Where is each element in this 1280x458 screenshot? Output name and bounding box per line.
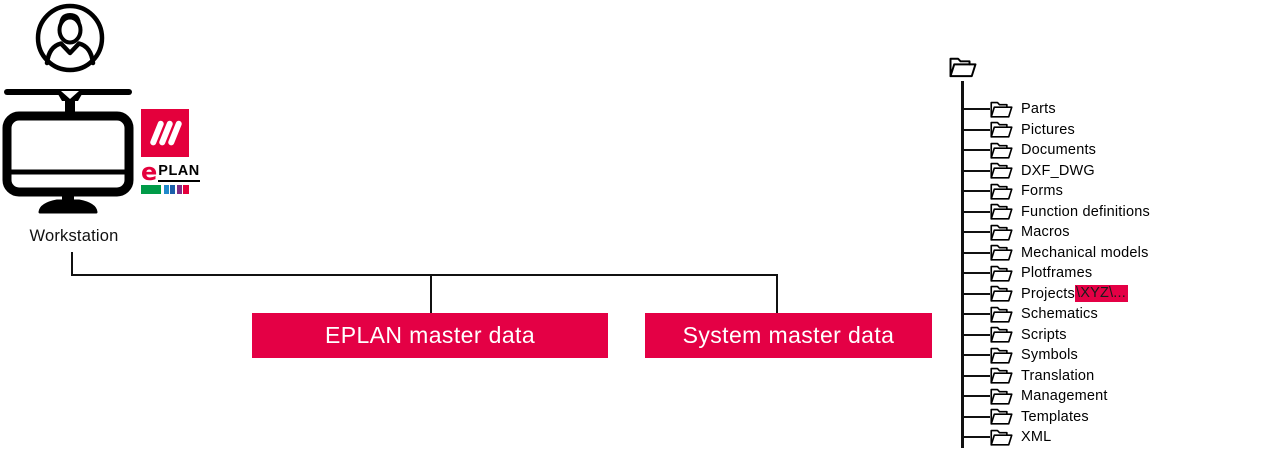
folder-icon bbox=[990, 101, 1013, 119]
tree-branch-line bbox=[961, 210, 990, 213]
folder-label: Translation bbox=[1021, 367, 1095, 384]
folder-icon bbox=[990, 265, 1013, 283]
folder-icon bbox=[990, 429, 1013, 447]
folder-icon bbox=[990, 183, 1013, 201]
folder-label: Management bbox=[1021, 388, 1108, 405]
folder-tree-item: Translation bbox=[961, 366, 1150, 387]
folder-tree-item: Projects \XYZ\... bbox=[961, 284, 1150, 305]
folder-open-root-icon bbox=[949, 57, 977, 78]
tree-trunk-line bbox=[961, 81, 964, 448]
folder-label: Schematics bbox=[1021, 306, 1098, 323]
tree-branch-line bbox=[961, 292, 990, 295]
folder-tree-item: Function definitions bbox=[961, 202, 1150, 223]
eplan-logo-slashes-icon bbox=[141, 109, 189, 157]
eplan-master-data-box: EPLAN master data bbox=[252, 313, 608, 358]
folder-icon bbox=[990, 367, 1013, 385]
connector-system-drop bbox=[776, 274, 778, 313]
tree-branch-line bbox=[961, 395, 990, 398]
folder-label: Scripts bbox=[1021, 326, 1067, 343]
eplan-logo-plan: PLAN bbox=[158, 164, 200, 182]
eplan-logo-e: e bbox=[141, 158, 158, 186]
tree-branch-line bbox=[961, 272, 990, 275]
folder-tree-item: XML bbox=[961, 427, 1150, 448]
tree-branch-line bbox=[961, 415, 990, 418]
folder-tree-item: Templates bbox=[961, 407, 1150, 428]
tree-branch-line bbox=[961, 169, 990, 172]
connector-eplan-drop bbox=[430, 274, 432, 313]
tree-branch-line bbox=[961, 251, 990, 254]
folder-label: XML bbox=[1021, 429, 1052, 446]
folder-label: Forms bbox=[1021, 183, 1064, 200]
folder-tree-item: Scripts bbox=[961, 325, 1150, 346]
folder-label: DXF_DWG bbox=[1021, 162, 1095, 179]
folder-tree-item: Pictures bbox=[961, 120, 1150, 141]
folder-tree-rows: Parts Pictures Documents DXF_DWG Forms bbox=[961, 99, 1150, 448]
folder-icon bbox=[990, 408, 1013, 426]
folder-icon bbox=[990, 142, 1013, 160]
tree-branch-line bbox=[961, 128, 990, 131]
folder-tree-item: Forms bbox=[961, 181, 1150, 202]
folder-icon bbox=[990, 347, 1013, 365]
user-icon bbox=[35, 3, 105, 73]
workstation-label: Workstation bbox=[29, 227, 119, 245]
monitor-icon bbox=[2, 89, 134, 214]
tree-branch-line bbox=[961, 436, 990, 439]
folder-tree-item: Schematics bbox=[961, 304, 1150, 325]
tree-branch-line bbox=[961, 108, 990, 111]
connector-horizontal bbox=[71, 274, 778, 276]
folder-icon bbox=[990, 224, 1013, 242]
connector-workstation-down bbox=[71, 252, 73, 275]
folder-label: Function definitions bbox=[1021, 203, 1150, 220]
tree-branch-line bbox=[961, 231, 990, 234]
folder-icon bbox=[990, 326, 1013, 344]
folder-tree-item: Macros bbox=[961, 222, 1150, 243]
tree-branch-line bbox=[961, 190, 990, 193]
folder-icon bbox=[990, 162, 1013, 180]
folder-label: Plotframes bbox=[1021, 265, 1093, 282]
tree-branch-line bbox=[961, 149, 990, 152]
folder-label: Projects bbox=[1021, 285, 1075, 302]
tree-branch-line bbox=[961, 354, 990, 357]
folder-icon bbox=[990, 285, 1013, 303]
folder-label-highlight: \XYZ\... bbox=[1074, 285, 1128, 303]
folder-tree-item: DXF_DWG bbox=[961, 161, 1150, 182]
folder-tree-item: Mechanical models bbox=[961, 243, 1150, 264]
folder-label: Documents bbox=[1021, 142, 1097, 159]
tree-branch-line bbox=[961, 374, 990, 377]
folder-icon bbox=[990, 388, 1013, 406]
folder-label: Pictures bbox=[1021, 121, 1075, 138]
eplan-logo-colorbars bbox=[141, 185, 189, 194]
folder-label: Symbols bbox=[1021, 347, 1078, 364]
folder-label: Parts bbox=[1021, 101, 1056, 118]
folder-icon bbox=[990, 244, 1013, 262]
folder-icon bbox=[990, 121, 1013, 139]
eplan-logo: e PLAN bbox=[141, 109, 200, 194]
folder-tree-item: Management bbox=[961, 386, 1150, 407]
system-master-data-box: System master data bbox=[645, 313, 932, 358]
folder-tree-item: Documents bbox=[961, 140, 1150, 161]
folder-tree-item: Plotframes bbox=[961, 263, 1150, 284]
folder-tree-item: Parts bbox=[961, 99, 1150, 120]
folder-label: Templates bbox=[1021, 408, 1089, 425]
folder-label: Mechanical models bbox=[1021, 244, 1149, 261]
folder-icon bbox=[990, 203, 1013, 221]
tree-branch-line bbox=[961, 313, 990, 316]
folder-label: Macros bbox=[1021, 224, 1070, 241]
folder-tree-item: Symbols bbox=[961, 345, 1150, 366]
eplan-logotype: e PLAN bbox=[141, 158, 200, 186]
folder-icon bbox=[990, 306, 1013, 324]
tree-branch-line bbox=[961, 333, 990, 336]
